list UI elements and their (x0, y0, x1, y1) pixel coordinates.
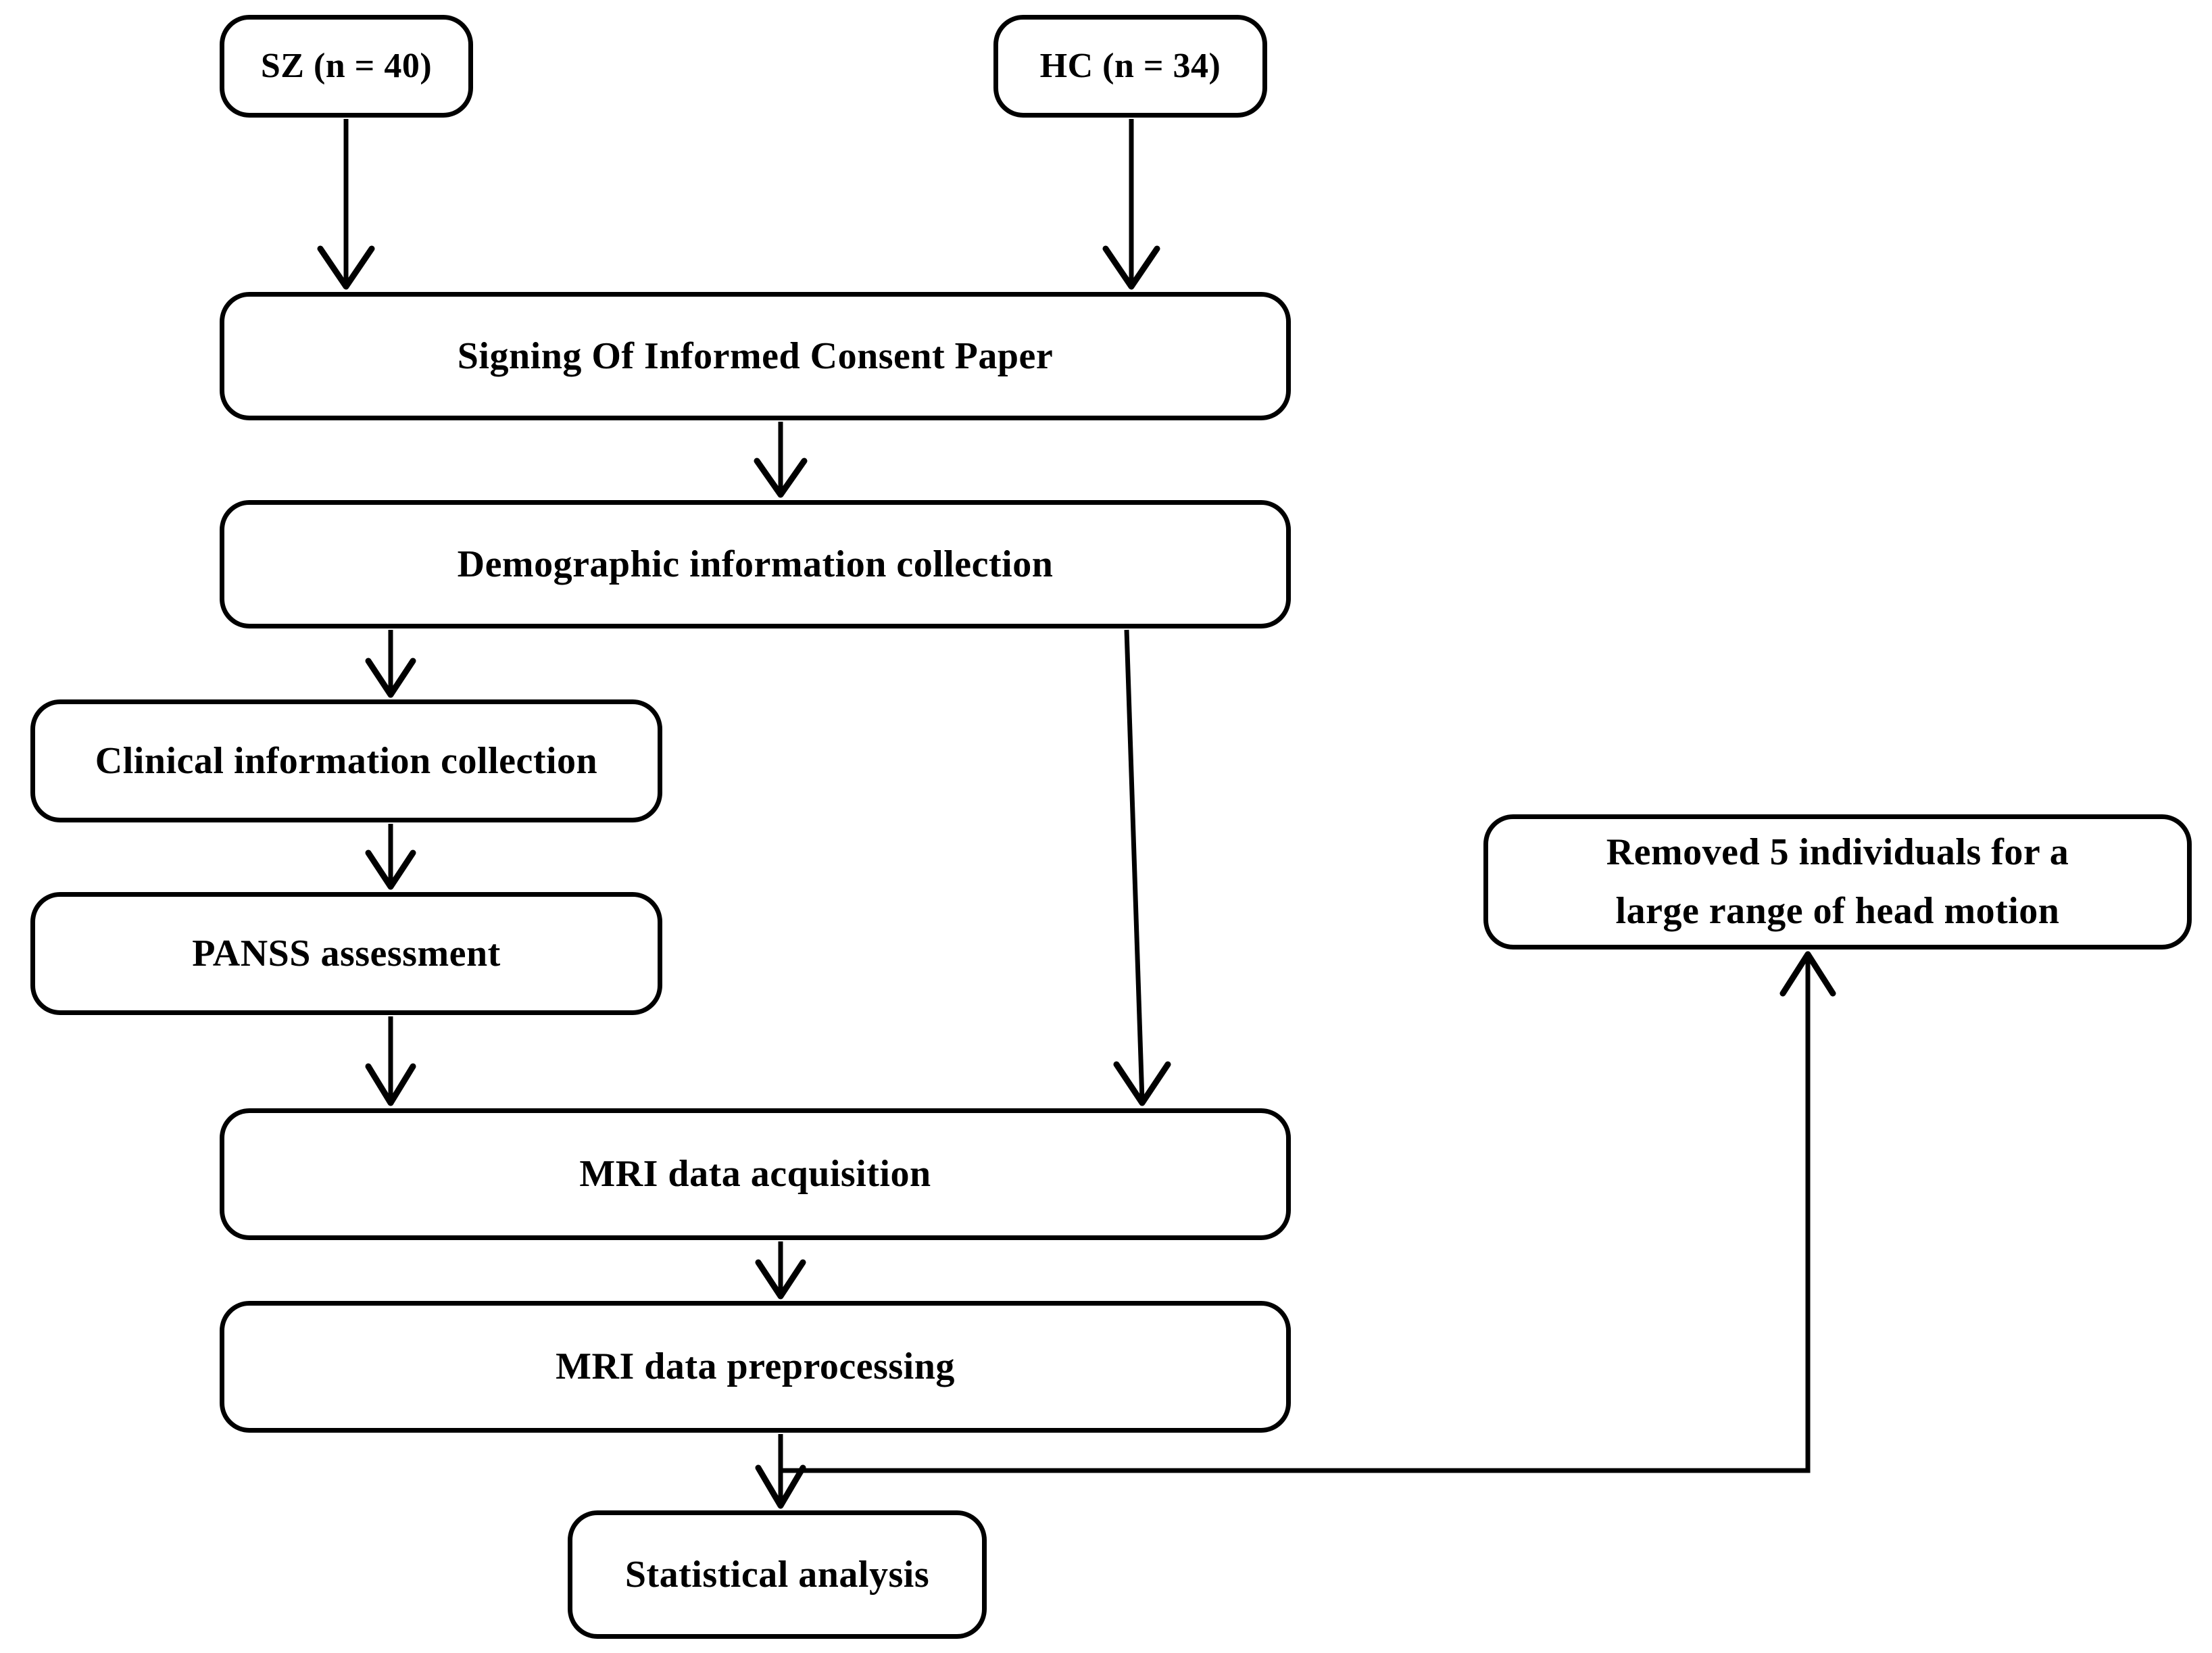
edge-hc-to-consent (1102, 119, 1160, 290)
node-informed-consent[interactable]: Signing Of Informed Consent Paper (220, 292, 1291, 420)
edge-consent-to-demographic (754, 422, 808, 498)
node-hc-label: HC (n = 34) (1039, 46, 1221, 85)
edge-clinical-to-panss (365, 824, 416, 890)
node-removed-individuals[interactable]: Removed 5 individuals for a large range … (1483, 814, 2192, 949)
node-informed-consent-label: Signing Of Informed Consent Paper (457, 335, 1054, 377)
node-sz-label: SZ (n = 40) (260, 46, 433, 85)
node-mri-data-acquisition-label: MRI data acquisition (579, 1153, 931, 1195)
node-removed-individuals-label-line1: Removed 5 individuals for a (1606, 831, 2069, 874)
node-hc-group[interactable]: HC (n = 34) (993, 15, 1267, 118)
node-removed-individuals-label-line2: large range of head motion (1615, 890, 2060, 932)
node-demographic-information-collection-label: Demographic information collection (457, 543, 1054, 585)
node-statistical-analysis-label: Statistical analysis (624, 1553, 930, 1596)
edge-panss-to-mri-acquisition (365, 1016, 416, 1106)
edge-demographic-to-mri-acquisition (1113, 629, 1171, 1106)
node-mri-data-preprocessing-label: MRI data preprocessing (556, 1346, 955, 1388)
edge-mri-acquisition-to-preprocessing (755, 1241, 806, 1300)
node-demographic-information-collection[interactable]: Demographic information collection (220, 500, 1291, 628)
edge-demographic-to-clinical (365, 630, 416, 698)
edge-sz-to-consent (317, 119, 375, 290)
node-mri-data-preprocessing[interactable]: MRI data preprocessing (220, 1301, 1291, 1433)
node-clinical-information-collection-label: Clinical information collection (95, 739, 598, 782)
node-sz-group[interactable]: SZ (n = 40) (220, 15, 473, 118)
edge-mri-preprocessing-to-statistical-analysis (755, 1434, 806, 1509)
node-statistical-analysis[interactable]: Statistical analysis (568, 1510, 987, 1639)
node-clinical-information-collection[interactable]: Clinical information collection (30, 699, 662, 822)
node-panss-assessment[interactable]: PANSS assessment (30, 892, 662, 1015)
node-mri-data-acquisition[interactable]: MRI data acquisition (220, 1108, 1291, 1240)
node-panss-assessment-label: PANSS assessment (192, 932, 501, 974)
